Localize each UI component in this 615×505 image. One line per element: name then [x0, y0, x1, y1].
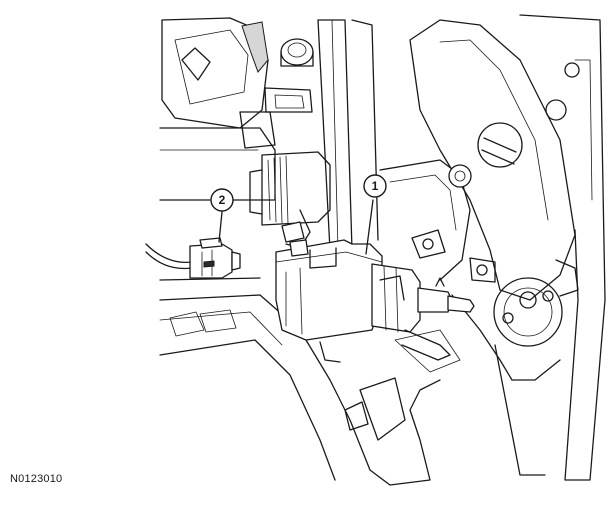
figure-reference-code: N0123010: [10, 473, 63, 485]
dash-structure: [159, 17, 379, 251]
callout-2-label: 2: [219, 193, 226, 207]
electrical-connector: [145, 237, 241, 279]
stoplamp-switch: [275, 221, 475, 363]
bolt-head: [280, 38, 314, 67]
pedal-arm: [379, 159, 496, 283]
callout-1-label: 1: [372, 179, 379, 193]
callout-2: 2: [210, 188, 234, 243]
callout-1: 1: [363, 174, 387, 255]
lower-panel: [159, 277, 461, 486]
pedal-bracket: [409, 14, 606, 481]
